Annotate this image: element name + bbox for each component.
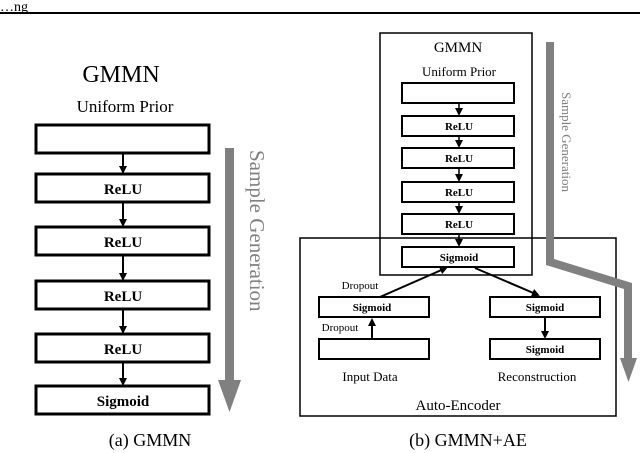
left-layer-relu-2-label: ReLU (104, 235, 142, 251)
left-layer-input (34, 123, 211, 155)
right-prior-label: Uniform Prior (422, 64, 497, 79)
left-layer-relu-4 (34, 332, 211, 364)
right-layer-relu-1-label: ReLU (445, 121, 473, 133)
left-caption: (a) GMMN (109, 430, 192, 451)
decoder-sigmoid-label-2: Sigmoid (526, 344, 565, 356)
left-layer-relu-2 (34, 225, 211, 257)
right-title: GMMN (434, 40, 483, 56)
autoencoder-label: Auto-Encoder (416, 398, 501, 414)
right-layer-relu-2 (401, 147, 515, 169)
left-layer-stack: ReLU ReLU ReLU ReLU Sigmoid (34, 123, 211, 416)
right-layer-sigmoid (401, 246, 515, 268)
right-sample-generation-label: Sample Generation (559, 92, 574, 192)
right-layer-input (401, 82, 515, 104)
left-layer-relu-3-label: ReLU (104, 289, 142, 305)
encoder-sigmoid-label: Sigmoid (353, 302, 392, 314)
right-gmmn-frame (379, 32, 533, 276)
left-sample-generation-arrow (218, 148, 241, 412)
header-rule (0, 12, 640, 14)
left-prior-label: Uniform Prior (77, 97, 174, 116)
left-layer-relu-1-label: ReLU (104, 182, 142, 198)
right-layer-sigmoid-label: Sigmoid (440, 252, 479, 264)
input-data-box (318, 338, 430, 360)
encoder-sigmoid-box (318, 296, 430, 318)
right-layer-relu-1 (401, 115, 515, 137)
decoder-sigmoid-label-1: Sigmoid (526, 302, 565, 314)
right-layer-relu-4 (401, 213, 515, 235)
left-title: GMMN (82, 62, 159, 88)
left-layer-sigmoid (34, 384, 211, 416)
encoder-to-latent-arrow (379, 266, 448, 298)
autoencoder-blocks: Sigmoid Sigmoid Sigmoid Dropout Dropout … (318, 266, 601, 414)
right-layer-relu-4-label: ReLU (445, 219, 473, 231)
right-caption: (b) GMMN+AE (409, 430, 527, 451)
right-layer-relu-3 (401, 181, 515, 203)
right-sample-generation-arrow (546, 42, 637, 382)
input-data-label: Input Data (342, 369, 397, 384)
left-layer-relu-3 (34, 279, 211, 311)
autoencoder-frame (299, 237, 617, 417)
decoder-sigmoid-box-2 (489, 338, 601, 360)
right-layer-stack: ReLU ReLU ReLU ReLU Sigmoid (401, 82, 515, 268)
left-sample-generation-label: Sample Generation (245, 150, 269, 312)
left-layer-sigmoid-label: Sigmoid (97, 394, 150, 410)
reconstruction-label: Reconstruction (498, 369, 577, 384)
dropout-bottom-label: Dropout (322, 322, 359, 334)
header-clip-text: …ng (0, 0, 28, 15)
dropout-top-label: Dropout (342, 280, 379, 292)
right-layer-relu-3-label: ReLU (445, 187, 473, 199)
right-layer-relu-2-label: ReLU (445, 153, 473, 165)
left-layer-relu-4-label: ReLU (104, 342, 142, 358)
latent-to-decoder-arrow (474, 267, 540, 297)
